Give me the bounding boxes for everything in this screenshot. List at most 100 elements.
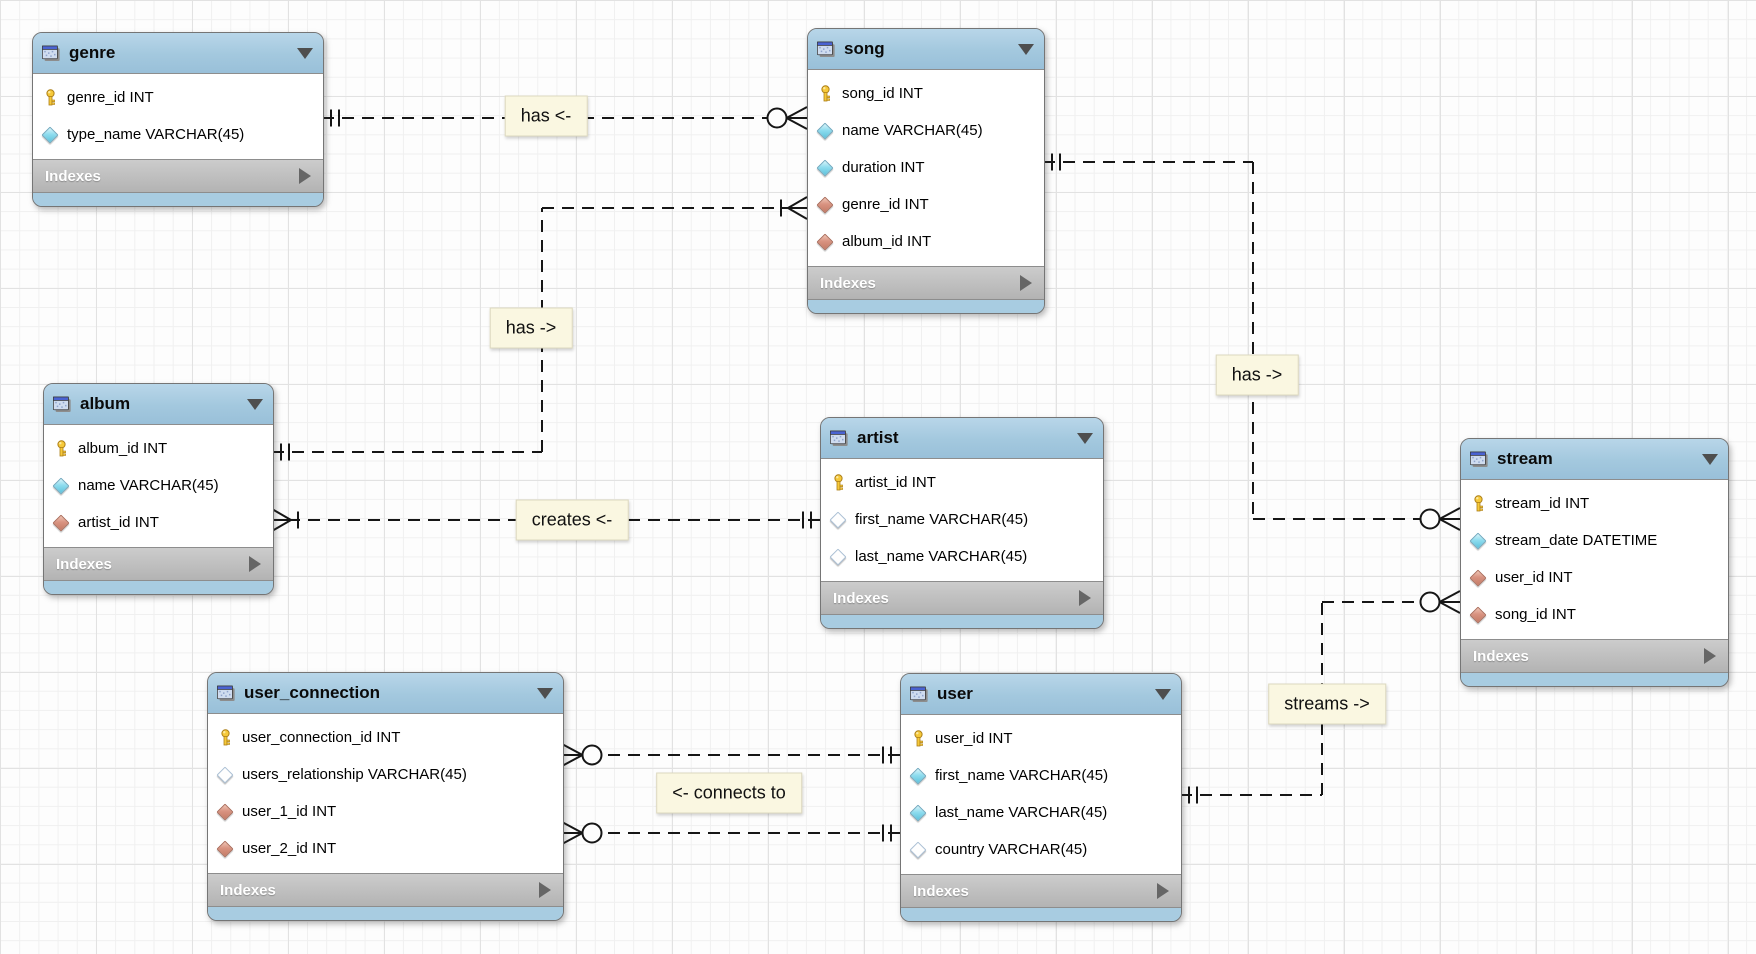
column-text: album_id INT <box>78 440 168 457</box>
column-row[interactable]: last_name VARCHAR(45) <box>821 538 1103 575</box>
column-row[interactable]: user_connection_id INT <box>208 719 563 756</box>
column-row[interactable]: users_relationship VARCHAR(45) <box>208 756 563 793</box>
column-row[interactable]: last_name VARCHAR(45) <box>901 794 1181 831</box>
indexes-row[interactable]: Indexes <box>1461 639 1728 673</box>
table-icon <box>42 44 60 62</box>
relationship-uc_user_1[interactable] <box>561 743 900 767</box>
table-icon <box>910 685 928 703</box>
column-row[interactable]: name VARCHAR(45) <box>808 112 1044 149</box>
foreign-key-icon <box>52 514 70 532</box>
indexes-row[interactable]: Indexes <box>901 874 1181 908</box>
collapse-chevron-icon[interactable] <box>247 398 263 410</box>
attribute-icon <box>816 122 834 140</box>
table-columns: stream_id INT stream_date DATETIME user_id… <box>1461 480 1728 639</box>
indexes-row[interactable]: Indexes <box>44 547 273 581</box>
primary-key-icon <box>1469 495 1487 513</box>
relationship-uc_user_2[interactable] <box>561 821 900 845</box>
relationship-label-artist_album[interactable]: creates <- <box>515 499 629 541</box>
column-row[interactable]: first_name VARCHAR(45) <box>821 501 1103 538</box>
column-row[interactable]: stream_date DATETIME <box>1461 522 1728 559</box>
relationship-artist_album[interactable] <box>271 508 820 532</box>
collapse-chevron-icon[interactable] <box>537 687 553 699</box>
collapse-chevron-icon[interactable] <box>1018 43 1034 55</box>
column-row[interactable]: album_id INT <box>808 223 1044 260</box>
table-title: artist <box>857 428 899 447</box>
indexes-row[interactable]: Indexes <box>33 159 323 193</box>
expand-indexes-icon <box>1704 648 1716 664</box>
column-row[interactable]: first_name VARCHAR(45) <box>901 757 1181 794</box>
relationship-label-genre_song[interactable]: has <- <box>504 95 588 137</box>
relationship-user_stream[interactable] <box>1180 590 1461 804</box>
column-text: song_id INT <box>1495 606 1576 623</box>
table-header[interactable]: song <box>808 29 1044 70</box>
table-header[interactable]: album <box>44 384 273 425</box>
column-text: stream_date DATETIME <box>1495 532 1658 549</box>
indexes-label: Indexes <box>56 555 112 573</box>
table-footer <box>33 193 323 206</box>
primary-key-icon <box>816 85 834 103</box>
column-row[interactable]: artist_id INT <box>821 464 1103 501</box>
column-row[interactable]: album_id INT <box>44 430 273 467</box>
column-text: genre_id INT <box>842 196 929 213</box>
table-header[interactable]: genre <box>33 33 323 74</box>
relationship-song_stream[interactable] <box>1043 153 1461 531</box>
indexes-row[interactable]: Indexes <box>821 581 1103 615</box>
table-header[interactable]: user_connection <box>208 673 563 714</box>
column-row[interactable]: song_id INT <box>808 75 1044 112</box>
attribute-icon <box>816 159 834 177</box>
column-row[interactable]: user_2_id INT <box>208 830 563 867</box>
table-footer <box>821 615 1103 628</box>
relationship-label-uc_user_1[interactable]: <- connects to <box>656 772 802 814</box>
foreign-key-icon <box>816 196 834 214</box>
collapse-chevron-icon[interactable] <box>1155 688 1171 700</box>
expand-indexes-icon <box>1157 883 1169 899</box>
table-header[interactable]: stream <box>1461 439 1728 480</box>
column-row[interactable]: genre_id INT <box>33 79 323 116</box>
table-header[interactable]: user <box>901 674 1181 715</box>
table-icon <box>830 429 848 447</box>
table-title: user_connection <box>244 683 381 702</box>
column-row[interactable]: stream_id INT <box>1461 485 1728 522</box>
table-footer <box>808 300 1044 313</box>
nullable-attribute-icon <box>216 766 234 784</box>
column-row[interactable]: type_name VARCHAR(45) <box>33 116 323 153</box>
table-icon <box>817 40 835 58</box>
indexes-label: Indexes <box>1473 647 1529 665</box>
table-album[interactable]: album album_id INT name VARCHAR(45)artist… <box>43 383 274 595</box>
attribute-icon <box>909 767 927 785</box>
table-stream[interactable]: stream stream_id INT stream_date DATETIME… <box>1460 438 1729 687</box>
relationship-label-user_stream[interactable]: streams -> <box>1268 683 1386 725</box>
primary-key-icon <box>52 440 70 458</box>
column-row[interactable]: genre_id INT <box>808 186 1044 223</box>
indexes-row[interactable]: Indexes <box>208 873 563 907</box>
column-row[interactable]: song_id INT <box>1461 596 1728 633</box>
expand-indexes-icon <box>299 168 311 184</box>
column-row[interactable]: name VARCHAR(45) <box>44 467 273 504</box>
column-text: genre_id INT <box>67 89 154 106</box>
column-row[interactable]: artist_id INT <box>44 504 273 541</box>
table-title: genre <box>69 43 116 62</box>
column-row[interactable]: user_1_id INT <box>208 793 563 830</box>
relationship-label-album_song[interactable]: has -> <box>489 307 573 349</box>
collapse-chevron-icon[interactable] <box>1702 453 1718 465</box>
foreign-key-icon <box>1469 569 1487 587</box>
table-header[interactable]: artist <box>821 418 1103 459</box>
collapse-chevron-icon[interactable] <box>297 47 313 59</box>
collapse-chevron-icon[interactable] <box>1077 432 1093 444</box>
relationship-label-song_stream[interactable]: has -> <box>1215 354 1299 396</box>
primary-key-icon <box>909 730 927 748</box>
column-row[interactable]: user_id INT <box>901 720 1181 757</box>
column-row[interactable]: country VARCHAR(45) <box>901 831 1181 868</box>
column-row[interactable]: user_id INT <box>1461 559 1728 596</box>
column-row[interactable]: duration INT <box>808 149 1044 186</box>
indexes-row[interactable]: Indexes <box>808 266 1044 300</box>
